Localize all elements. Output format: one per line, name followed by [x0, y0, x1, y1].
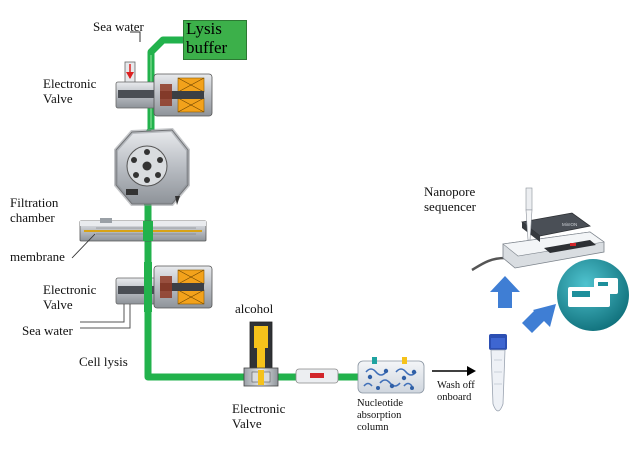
sea-water-top-label: Sea water — [93, 19, 144, 34]
lysis-buffer-label: Lysis buffer — [186, 19, 227, 57]
nucleotide-column-label: Nucleotide absorption column — [357, 398, 403, 434]
alcohol-reservoir — [243, 321, 279, 387]
electronic-valve-top — [115, 73, 213, 117]
alcohol-label: alcohol — [235, 301, 274, 316]
cell-lysis-label: Cell lysis — [79, 354, 128, 369]
electronic-valve-bottom-line-1: Electronic — [232, 401, 286, 416]
electronic-valve-middle-line-2: Valve — [43, 297, 73, 312]
up-arrow-icon — [490, 276, 520, 308]
filtration-chamber-line-2: chamber — [10, 210, 55, 225]
filtration-chamber-line-1: Filtration — [10, 195, 59, 210]
electronic-valve-middle — [80, 265, 213, 329]
electronic-valve-top-label: Electronic Valve — [43, 76, 96, 106]
membrane-pointer — [71, 233, 96, 259]
electronic-valve-bottom-line-2: Valve — [232, 416, 262, 431]
wash-off-line-1: Wash off — [437, 380, 475, 391]
sea-water-bottom-label: Sea water — [22, 323, 73, 338]
sea-water-inlet-bottom — [80, 304, 131, 329]
nucleotide-absorption-column — [357, 357, 425, 394]
electronic-valve-top-line-1: Electronic — [43, 76, 97, 91]
filtration-chamber-label: Filtration chamber — [10, 195, 58, 225]
nucleotide-column-line-3: column — [357, 422, 389, 433]
nanopore-sequencer-line-2: sequencer — [424, 199, 476, 214]
electronic-valve-middle-line-1: Electronic — [43, 282, 97, 297]
inline-filter — [295, 368, 339, 384]
nucleotide-column-line-2: absorption — [357, 410, 402, 421]
electronic-valve-middle-label: Electronic Valve — [43, 282, 96, 312]
filtration-chamber — [71, 218, 207, 259]
electronic-valve-top-line-2: Valve — [43, 91, 73, 106]
wash-off-arrow — [432, 366, 476, 376]
lysis-buffer-reservoir — [183, 20, 247, 60]
sea-water-inlet-top — [124, 31, 141, 85]
nucleotide-column-line-1: Nucleotide — [357, 398, 404, 409]
membrane-label: membrane — [10, 249, 65, 264]
nanopore-sequencer-label: Nanopore sequencer — [424, 184, 476, 214]
wash-off-label: Wash off onboard — [437, 380, 475, 404]
lysis-buffer-line-1: Lysis — [186, 19, 222, 38]
nanopore-sequencer-line-1: Nanopore — [424, 184, 476, 199]
diagonal-arrow-icon — [522, 304, 556, 333]
device-brand-label: MinION — [562, 222, 577, 227]
peristaltic-pump — [114, 127, 190, 206]
sample-tube — [489, 334, 507, 412]
wash-off-line-2: onboard — [437, 392, 472, 403]
lysis-buffer-line-2: buffer — [186, 38, 228, 57]
electronic-valve-bottom-label: Electronic Valve — [232, 401, 285, 431]
computer-analysis-icon — [557, 259, 629, 331]
nanopore-sequencer: MinION — [471, 187, 605, 272]
